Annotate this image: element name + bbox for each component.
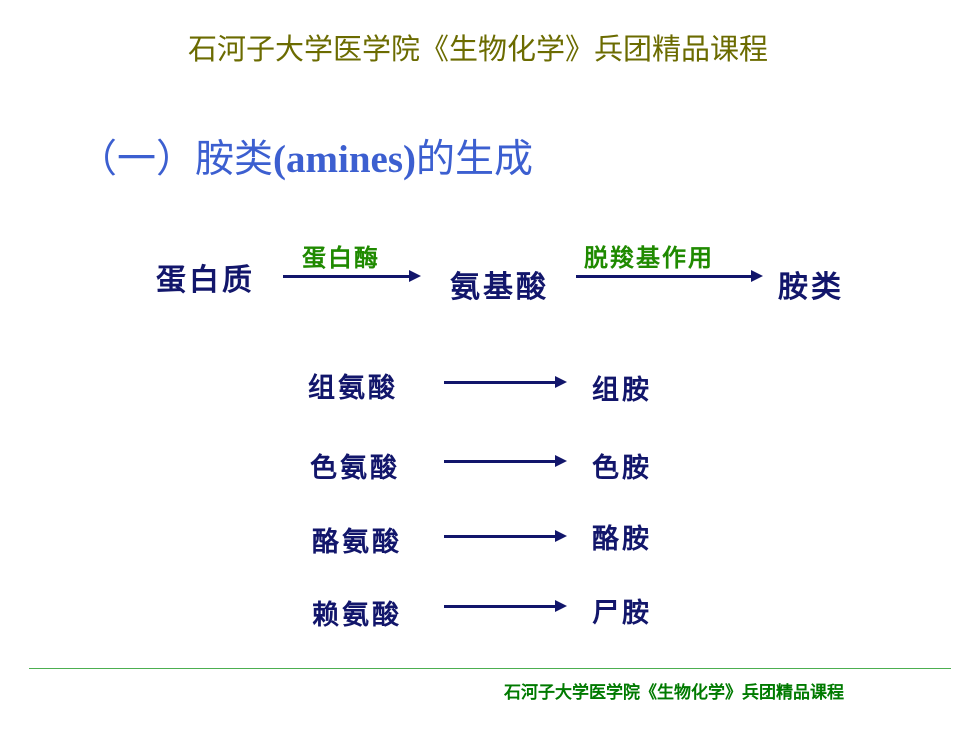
amino-acid-tyrosine: 酪氨酸 — [312, 527, 402, 558]
amine-histamine: 组胺 — [592, 375, 652, 406]
arrow-pair-2 — [444, 455, 567, 467]
amine-tryptamine: 色胺 — [592, 453, 652, 484]
section-title: （一）胺类(amines)的生成 — [78, 128, 533, 184]
amino-acid-tryptophan: 色氨酸 — [310, 453, 400, 484]
section-title-prefix: （一）胺类 — [78, 137, 274, 182]
arrow-pair-1 — [444, 376, 567, 388]
section-title-english: (amines) — [273, 138, 416, 181]
enzyme-protease: 蛋白酶 — [302, 243, 380, 272]
amino-acid-histidine: 组氨酸 — [308, 373, 398, 404]
intermediate-amino-acid: 氨基酸 — [450, 270, 549, 305]
process-decarboxylation: 脱羧基作用 — [584, 243, 714, 272]
arrow-pair-3 — [444, 530, 567, 542]
header-title: 石河子大学医学院《生物化学》兵团精品课程 — [188, 32, 769, 66]
footer-divider — [29, 668, 951, 669]
section-title-suffix: 的生成 — [416, 137, 534, 182]
substrate-protein: 蛋白质 — [156, 263, 255, 298]
amino-acid-lysine: 赖氨酸 — [312, 600, 402, 631]
amine-cadaverine: 尸胺 — [592, 598, 652, 629]
arrow-hydrolysis — [283, 270, 421, 282]
arrow-pair-4 — [444, 600, 567, 612]
product-amines: 胺类 — [778, 270, 844, 305]
arrow-decarboxylation — [576, 270, 763, 282]
amine-tyramine: 酪胺 — [592, 524, 652, 555]
footer-text: 石河子大学医学院《生物化学》兵团精品课程 — [504, 683, 844, 703]
